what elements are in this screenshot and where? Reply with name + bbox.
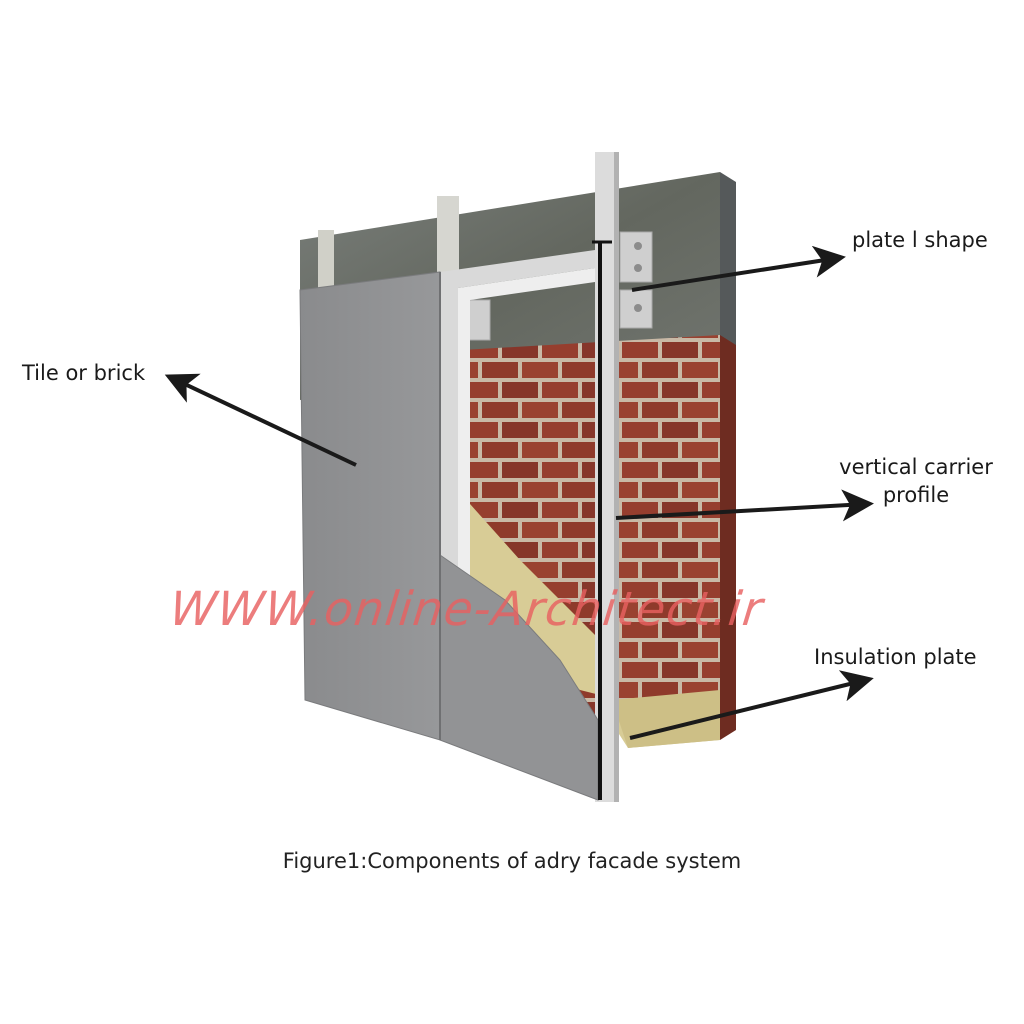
callout-arrows [164,245,874,740]
cladding-panels [299,271,599,801]
label-insulation-plate: Insulation plate [814,645,977,669]
label-tile-or-brick: Tile or brick [22,361,146,385]
label-vertical-carrier-line2: profile [882,483,950,507]
arrow-insulation-plate [629,670,874,740]
cladding-panel-left [299,271,441,741]
label-plate-l-shape: plate l shape [852,228,988,252]
carrier-profile-left [318,230,334,290]
watermark-text: WWW.online-Architect.ir [167,582,766,637]
arrow-plate-l-shape [631,245,846,292]
figure-caption: Figure1:Components of adry facade system [282,849,742,873]
arrow-tile-or-brick [164,373,357,467]
arrow-vertical-carrier [615,489,874,522]
l-bracket-upper [619,231,653,283]
carrier-profile-mid [437,196,459,286]
label-vertical-carrier-line1: vertical carrier [839,455,993,479]
label-vertical-carrier-profile: vertical carrier profile [829,453,1003,509]
